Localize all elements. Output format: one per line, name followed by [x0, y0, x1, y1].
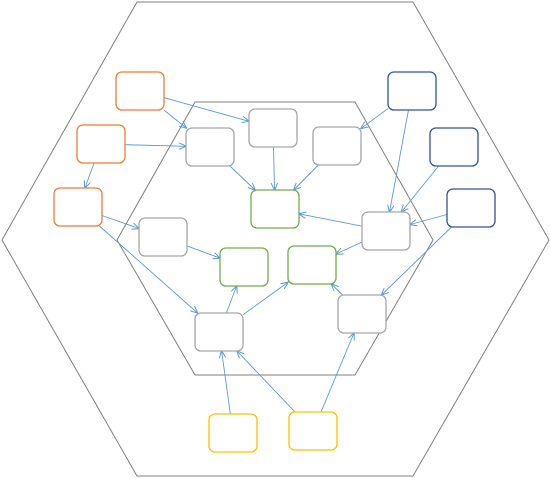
arrow-yellow-left-to-gray-bottom-left [222, 351, 231, 415]
node-blue-2 [429, 127, 479, 167]
arrow-orange-2-to-gray-top-left [124, 145, 186, 147]
node-box-orange-3 [53, 187, 103, 227]
arrow-yellow-right-to-gray-bottom-left [237, 351, 296, 413]
node-gray-bottom-left [194, 312, 244, 352]
arrow-gray-top-right-to-green-top [294, 164, 319, 190]
node-gray-mid-left [138, 217, 188, 257]
node-box-blue-2 [429, 127, 479, 167]
node-blue-3 [446, 188, 496, 228]
node-box-green-left [219, 247, 269, 287]
node-green-top [250, 189, 300, 229]
node-blue-1 [387, 71, 437, 111]
node-box-gray-top-center [248, 108, 298, 148]
diagram-nodes [53, 71, 496, 453]
node-orange-3 [53, 187, 103, 227]
arrow-orange-3-to-gray-mid-left [101, 215, 139, 229]
arrow-blue-1-to-gray-top-right [361, 108, 389, 129]
node-yellow-right [288, 411, 338, 451]
node-yellow-left [208, 413, 258, 453]
arrow-orange-2-to-orange-3 [85, 162, 95, 188]
node-box-green-right [287, 245, 337, 285]
arrow-gray-bottom-left-to-green-left [225, 286, 236, 314]
arrow-gray-bottom-left-to-green-right [242, 282, 288, 316]
arrow-yellow-right-to-gray-bottom-right [320, 333, 354, 413]
arrow-blue-3-to-gray-bottom-right [382, 226, 452, 295]
node-gray-bottom-right [337, 294, 387, 334]
arrow-gray-mid-left-to-green-left [186, 245, 220, 258]
node-gray-top-center [248, 108, 298, 148]
arrow-gray-bottom-right-to-green-right [331, 284, 343, 296]
node-orange-1 [115, 71, 165, 111]
node-box-orange-1 [115, 71, 165, 111]
node-box-blue-1 [387, 71, 437, 111]
arrow-blue-1-to-gray-mid-right [390, 109, 409, 212]
arrow-gray-top-center-to-green-top [274, 146, 275, 190]
inner-hexagon [116, 101, 434, 376]
node-green-left [219, 247, 269, 287]
arrow-gray-mid-right-to-green-right [336, 241, 363, 254]
node-box-yellow-right [288, 411, 338, 451]
node-box-orange-2 [76, 124, 126, 164]
node-box-blue-3 [446, 188, 496, 228]
node-green-right [287, 245, 337, 285]
node-box-yellow-left [208, 413, 258, 453]
arrow-orange-1-to-gray-top-center [163, 97, 249, 122]
arrow-orange-1-to-gray-top-left [163, 109, 187, 128]
arrow-orange-3-to-gray-bottom-left [99, 225, 197, 313]
arrow-blue-3-to-gray-mid-right [410, 214, 448, 225]
arrow-gray-top-left-to-green-top [229, 165, 255, 190]
node-box-gray-bottom-right [337, 294, 387, 334]
node-box-green-top [250, 189, 300, 229]
node-gray-top-left [185, 127, 235, 167]
node-orange-2 [76, 124, 126, 164]
arrow-connections [85, 97, 452, 415]
arrow-blue-2-to-gray-mid-right [401, 165, 439, 212]
node-gray-top-right [312, 126, 362, 166]
node-box-gray-mid-left [138, 217, 188, 257]
node-box-gray-top-left [185, 127, 235, 167]
arrow-gray-mid-right-to-green-top [299, 214, 363, 227]
node-gray-mid-right [361, 211, 411, 251]
node-box-gray-bottom-left [194, 312, 244, 352]
node-box-gray-top-right [312, 126, 362, 166]
node-box-gray-mid-right [361, 211, 411, 251]
